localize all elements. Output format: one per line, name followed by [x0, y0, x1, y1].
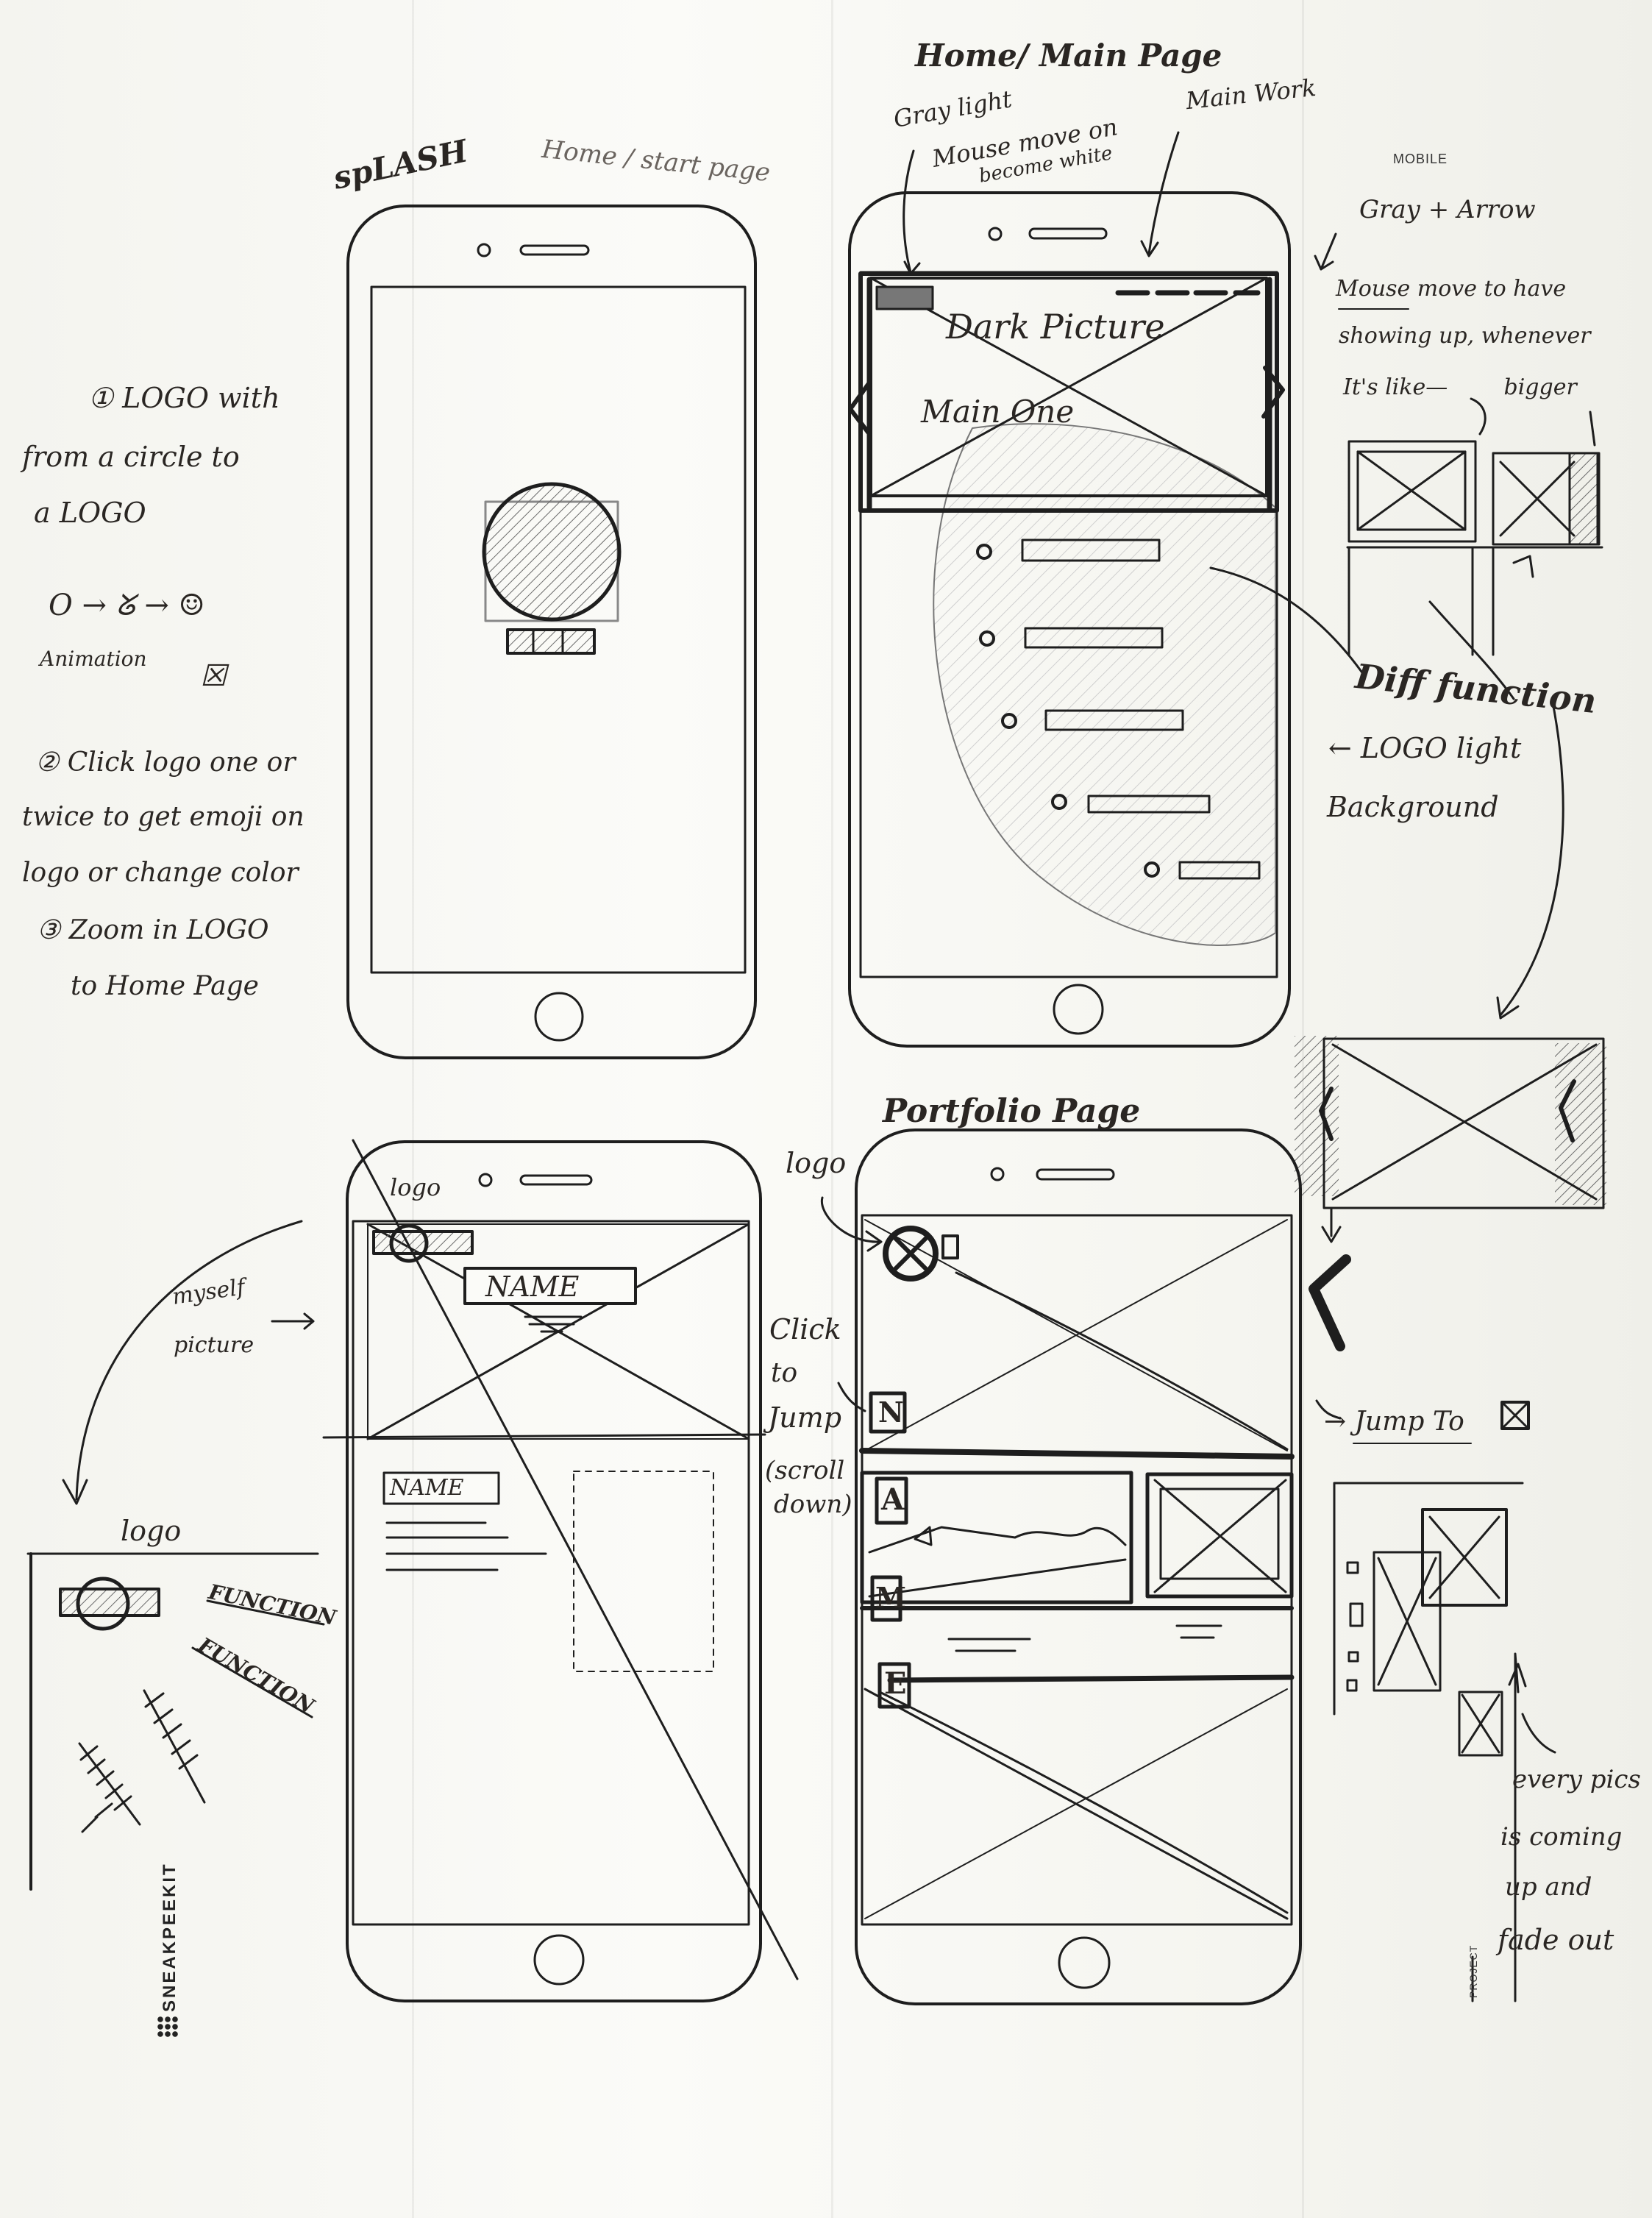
project-label-wrap: PROJECT — [1467, 1942, 1482, 2001]
letter-n-button[interactable]: N — [878, 1396, 904, 1429]
splash-note-8: logo or change color — [22, 858, 299, 888]
splash-note-9: ③ Zoom in LOGO — [37, 915, 269, 945]
gray-arrow-note: Gray + Arrow — [1359, 195, 1536, 224]
splash-note-1: ① LOGO with — [88, 382, 280, 414]
brand-dots-icon — [157, 2016, 179, 2038]
home-title: Home/ Main Page — [915, 38, 1222, 74]
mouse-move-line-2: showing up, whenever — [1339, 323, 1591, 349]
phone-home — [848, 131, 1367, 1048]
jump-to-note: → Jump To — [1324, 1407, 1464, 1437]
about-logo-note: logo — [390, 1173, 441, 1201]
splash-note-6: ② Click logo one or — [35, 747, 296, 778]
every-pics-note-1: every pics — [1512, 1765, 1641, 1794]
letter-a-button[interactable]: A — [881, 1482, 905, 1517]
portfolio-title: Portfolio Page — [883, 1092, 1141, 1130]
splash-note-5: Animation — [40, 647, 147, 671]
project-label: PROJECT — [1467, 1944, 1479, 1998]
phone-portfolio — [820, 1128, 1302, 2005]
splash-note-3: a LOGO — [34, 497, 146, 529]
myself-note-2: picture — [174, 1332, 254, 1358]
click-note-2: to — [771, 1358, 798, 1388]
letter-m-button[interactable]: M — [875, 1581, 907, 1614]
brand-logo: SNEAKPEEKIT — [151, 1862, 195, 2038]
hero-line-2: Main One — [921, 394, 1075, 430]
letter-e-button[interactable]: E — [884, 1666, 907, 1701]
about-name-text: NAME — [390, 1475, 464, 1501]
splash-note-2: from a circle to — [22, 441, 240, 473]
right-notes-drawing — [1295, 232, 1606, 2002]
animation-box-icon: ☒ — [200, 659, 227, 693]
brand-name: SNEAKPEEKIT — [160, 1862, 179, 2012]
every-pics-note-3: up and — [1505, 1872, 1592, 1902]
mouse-move-line-3: It's like— bigger — [1343, 374, 1577, 400]
splash-note-4: O → ᘜ → ☺ — [49, 589, 205, 622]
nav-logo-label: logo — [121, 1515, 182, 1547]
hero-line-1: Dark Picture — [946, 307, 1165, 346]
portfolio-logo-note: logo — [786, 1147, 847, 1179]
logo-light-note: ← LOGO light — [1328, 732, 1522, 764]
background-note: Background — [1327, 791, 1499, 823]
mobile-label: MOBILE — [1393, 152, 1448, 166]
click-note-1: Click — [769, 1313, 841, 1346]
splash-note-10: to Home Page — [71, 971, 259, 1001]
click-note-4: (scroll — [765, 1456, 845, 1485]
every-pics-note-4: fade out — [1498, 1924, 1614, 1956]
paper-fold — [831, 0, 833, 2218]
mouse-move-line-1: Mouse move to have — [1336, 276, 1567, 302]
about-name-box: NAME — [485, 1270, 580, 1303]
nav-sketch — [26, 1552, 325, 1891]
click-note-3: Jump — [768, 1401, 842, 1434]
click-note-5: down) — [774, 1490, 852, 1519]
every-pics-note-2: is coming — [1500, 1822, 1623, 1852]
splash-note-7: twice to get emoji on — [22, 802, 305, 832]
phone-splash — [346, 205, 757, 1059]
paper-fold — [412, 0, 414, 2218]
phone-about — [62, 1139, 799, 2002]
